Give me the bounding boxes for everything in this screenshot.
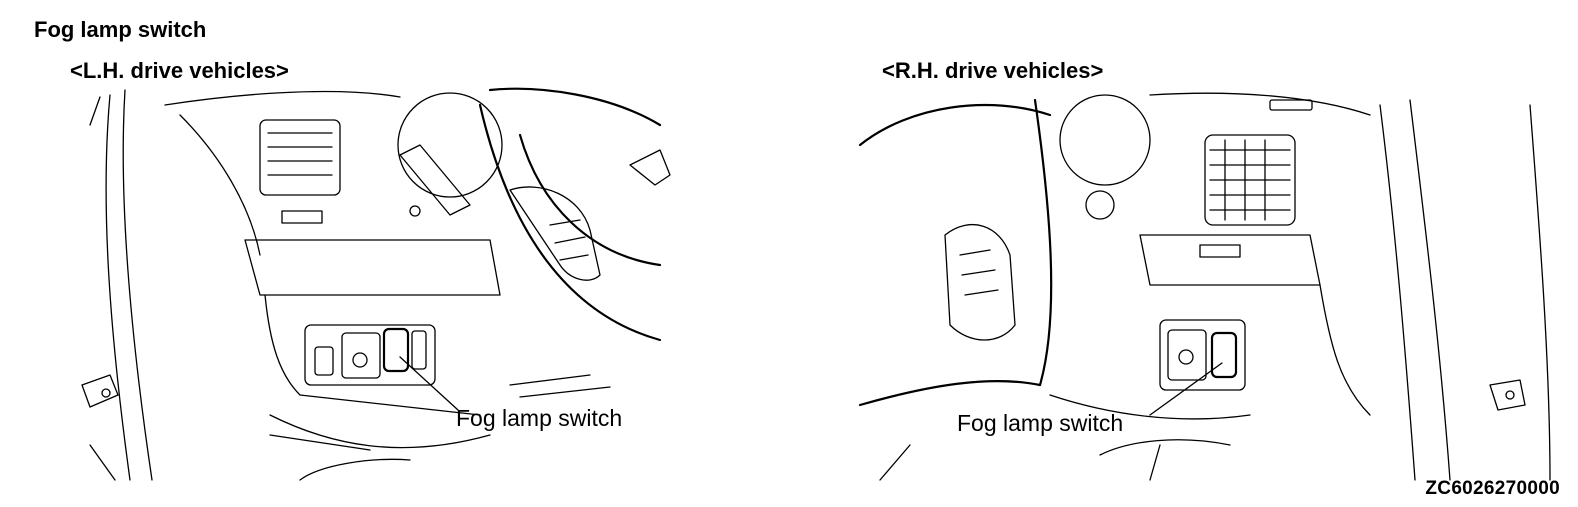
lh-drive-illustration — [70, 85, 680, 485]
rh-drive-heading: <R.H. drive vehicles> — [882, 58, 1104, 83]
rh-fog-lamp-switch-label: Fog lamp switch — [957, 410, 1124, 436]
lh-drive-heading: <L.H. drive vehicles> — [70, 58, 289, 83]
figure-code: ZC6026270000 — [1425, 478, 1560, 499]
lh-fog-lamp-switch-label: Fog lamp switch — [456, 405, 623, 431]
page-title: Fog lamp switch — [34, 17, 207, 42]
lh-dashboard-drawing — [81, 87, 671, 481]
rh-drive-illustration — [850, 85, 1555, 485]
rh-dashboard-drawing — [858, 92, 1551, 481]
